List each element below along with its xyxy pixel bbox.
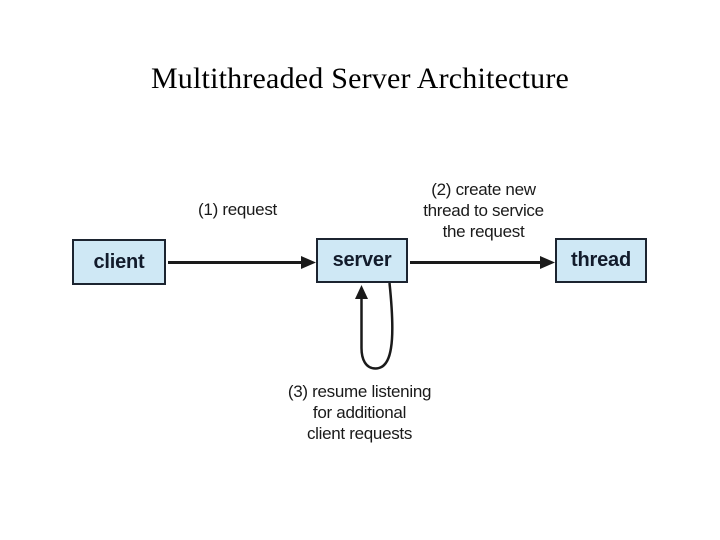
node-thread-label: thread	[571, 249, 631, 271]
arrowhead-icon	[355, 285, 368, 299]
create-thread-arrow	[410, 256, 555, 269]
step1-request-label: (1) request	[175, 199, 300, 220]
step3-resume-listening-label: (3) resume listening for additional clie…	[277, 381, 442, 444]
step3-line3: client requests	[306, 424, 413, 443]
step2-line3: the request	[442, 222, 525, 241]
node-server: server	[316, 238, 408, 283]
arrowhead-icon	[540, 256, 555, 269]
request-arrow	[168, 256, 316, 269]
arrowhead-icon	[301, 256, 316, 269]
node-client: client	[72, 239, 166, 285]
node-thread: thread	[555, 238, 647, 283]
step3-line2: for additional	[312, 403, 407, 422]
node-server-label: server	[332, 249, 392, 271]
step3-line1: (3) resume listening	[287, 382, 432, 401]
node-client-label: client	[93, 250, 145, 273]
step2-line2: thread to service	[423, 201, 544, 220]
step1-text: (1) request	[198, 200, 277, 219]
step2-create-thread-label: (2) create new thread to service the req…	[401, 179, 566, 242]
resume-listening-loop	[355, 282, 394, 370]
page-title: Multithreaded Server Architecture	[150, 62, 570, 95]
step2-line1: (2) create new	[431, 180, 536, 199]
